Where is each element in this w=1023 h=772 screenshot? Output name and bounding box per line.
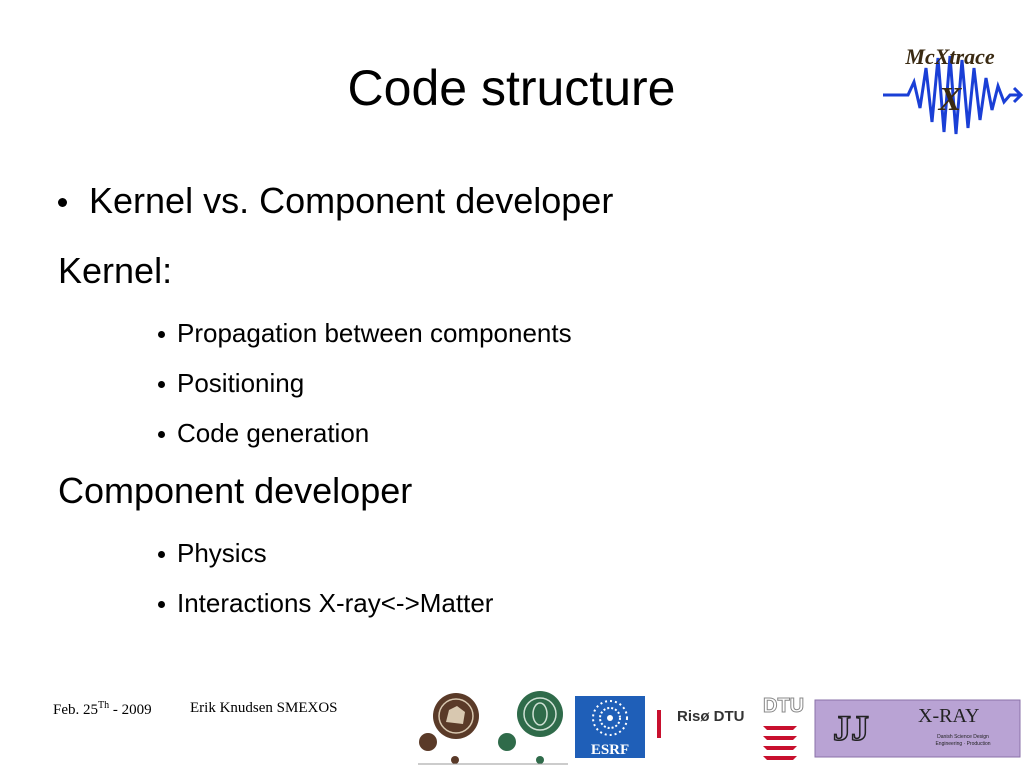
bullet-dot-icon xyxy=(158,431,165,438)
dtu-text: DTU xyxy=(763,695,804,717)
mcxtrace-logo: McXtrace X xyxy=(878,38,1023,148)
esrf-logo: ESRF xyxy=(575,696,645,758)
footer-date: Feb. 25Th - 2009 xyxy=(53,700,152,719)
kernel-item: Code generation xyxy=(158,418,369,449)
kernel-item-text: Positioning xyxy=(177,368,305,398)
bullet-dot-icon xyxy=(158,551,165,558)
kernel-item-text: Propagation between components xyxy=(177,318,572,348)
bullet-text: Kernel vs. Component developer xyxy=(89,180,614,221)
jj-tagline-2: Engineering · Production xyxy=(935,741,990,747)
footer-author: Erik Knudsen SMEXOS xyxy=(190,700,338,716)
component-item: Interactions X-ray<->Matter xyxy=(158,588,493,619)
kernel-heading: Kernel: xyxy=(58,250,173,291)
mcxtrace-logo-text: McXtrace xyxy=(904,44,994,69)
xray-text: X-RAY xyxy=(918,705,980,727)
slide-title: Code structure xyxy=(347,60,676,116)
mcxtrace-logo-x: X xyxy=(938,81,963,118)
component-heading: Component developer xyxy=(58,470,413,511)
partner-logos: ESRF Risø DTU DTU JJ X-RAY Danish Scienc… xyxy=(413,690,1023,767)
esrf-text: ESRF xyxy=(591,742,629,758)
footer-date-prefix: Feb. 25 xyxy=(53,702,98,718)
bullet-dot-icon xyxy=(158,331,165,338)
bullet-dot-icon xyxy=(58,198,67,207)
bullet-dot-icon xyxy=(158,381,165,388)
ku-logo xyxy=(419,693,479,764)
green-university-logo xyxy=(498,691,563,764)
component-item: Physics xyxy=(158,538,267,569)
kernel-item: Propagation between components xyxy=(158,318,572,349)
kernel-item: Positioning xyxy=(158,368,304,399)
dtu-logo: DTU xyxy=(763,695,805,760)
kernel-item-text: Code generation xyxy=(177,418,370,448)
bullet-kernel-vs-component: Kernel vs. Component developer xyxy=(58,180,613,222)
bullet-dot-icon xyxy=(158,601,165,608)
jj-xray-logo: JJ X-RAY Danish Science Design Engineeri… xyxy=(814,699,1021,758)
footer-date-suffix: - 2009 xyxy=(109,702,152,718)
component-item-text: Interactions X-ray<->Matter xyxy=(177,588,494,618)
jj-tagline-1: Danish Science Design xyxy=(937,734,989,740)
riso-dtu-logo: Risø DTU xyxy=(657,708,745,738)
footer-date-sup: Th xyxy=(98,700,110,711)
jj-text: JJ xyxy=(833,708,869,748)
riso-text: Risø DTU xyxy=(677,708,745,725)
component-item-text: Physics xyxy=(177,538,267,568)
